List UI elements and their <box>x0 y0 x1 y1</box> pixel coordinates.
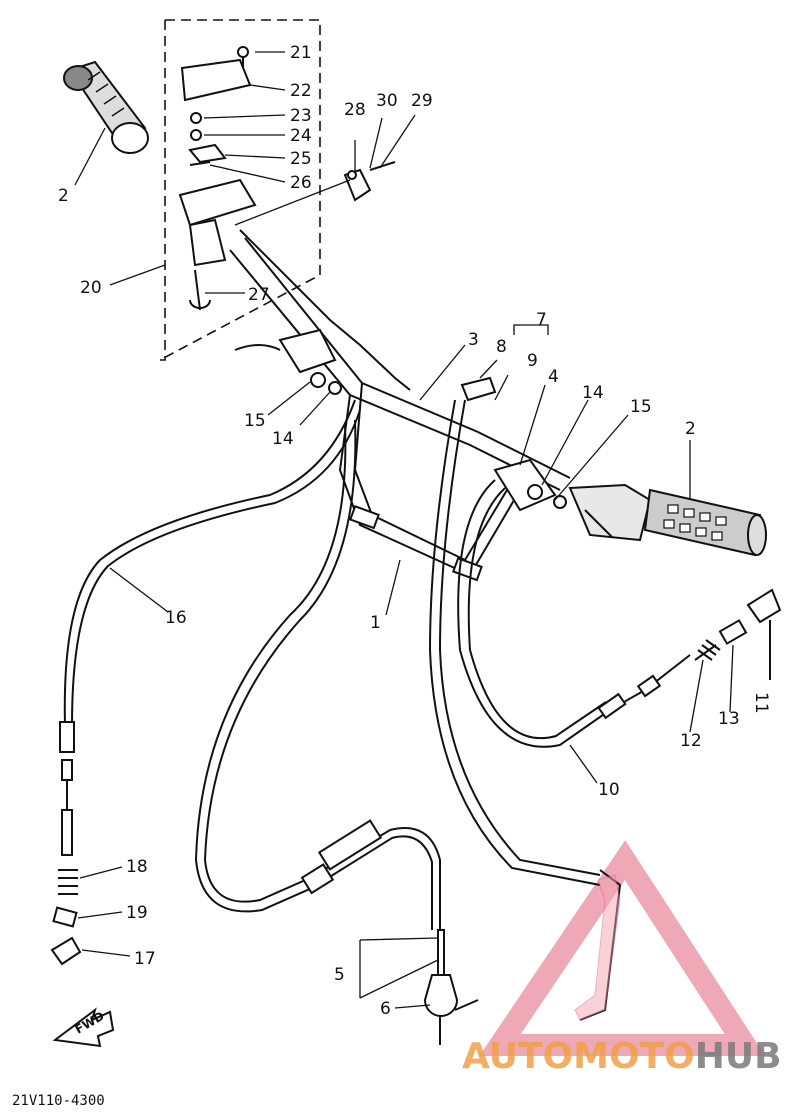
cable-10 <box>457 479 691 748</box>
svg-text:AUTOMOTOHUB: AUTOMOTOHUB <box>462 1036 782 1077</box>
callout-1: 1 <box>370 613 381 633</box>
callout-29: 29 <box>411 91 433 111</box>
callout-6: 6 <box>380 999 391 1019</box>
callout-14-right: 14 <box>582 383 604 403</box>
callout-12: 12 <box>680 731 702 751</box>
callout-7: 7 <box>536 310 547 330</box>
callout-14-left: 14 <box>272 429 294 449</box>
throttle-cable-5 <box>194 419 479 1045</box>
callout-10: 10 <box>598 780 620 800</box>
callout-labels: 1 2 2 3 4 5 6 7 8 9 10 11 12 13 14 14 15… <box>58 43 771 1019</box>
throttle-cable-upper <box>239 229 411 391</box>
left-grip <box>63 60 149 154</box>
callout-11: 11 <box>751 692 771 714</box>
callout-13: 13 <box>718 709 740 729</box>
callout-15-right: 15 <box>630 397 652 417</box>
throttle-assembly-box <box>159 19 321 361</box>
callout-15-left: 15 <box>244 411 266 431</box>
callout-24: 24 <box>290 126 312 146</box>
callout-27: 27 <box>248 285 270 305</box>
leader-lines <box>74 51 734 1009</box>
callout-28: 28 <box>344 100 366 120</box>
callout-23: 23 <box>290 106 312 126</box>
callout-19: 19 <box>126 903 148 923</box>
callout-2-right: 2 <box>685 419 696 439</box>
diagram-code: 21V110-4300 <box>12 1093 105 1109</box>
callout-2-left: 2 <box>58 186 69 206</box>
callout-17: 17 <box>134 949 156 969</box>
watermark-part-highlight <box>574 874 621 1021</box>
callout-5: 5 <box>334 965 345 985</box>
callout-18: 18 <box>126 857 148 877</box>
callout-4: 4 <box>548 367 559 387</box>
callout-20: 20 <box>80 278 102 298</box>
cable-10-end <box>597 588 782 720</box>
right-switch-housing <box>493 458 613 538</box>
watermark-text-primary: AUTOMOTO <box>462 1036 695 1077</box>
cable-16-end <box>50 721 82 966</box>
throttle-housing <box>178 46 257 311</box>
callout-26: 26 <box>290 173 312 193</box>
right-grip <box>568 483 767 557</box>
callout-8: 8 <box>496 337 507 357</box>
callout-30: 30 <box>376 91 398 111</box>
cable-16 <box>63 399 356 726</box>
callout-22: 22 <box>290 81 312 101</box>
cable-adjuster <box>300 819 383 895</box>
watermark-logo <box>479 840 766 1056</box>
callout-3: 3 <box>468 330 479 350</box>
watermark-brand: AUTOMOTOHUB <box>462 1036 782 1077</box>
callout-21: 21 <box>290 43 312 63</box>
callout-9: 9 <box>527 351 538 371</box>
fwd-arrow: FWD <box>52 1007 115 1048</box>
handlebar <box>229 237 571 582</box>
callout-16: 16 <box>165 608 187 628</box>
callout-25: 25 <box>290 149 312 169</box>
throttle-lever <box>343 161 396 202</box>
watermark-text-secondary: HUB <box>695 1036 782 1077</box>
left-lever-bracket <box>234 328 342 395</box>
